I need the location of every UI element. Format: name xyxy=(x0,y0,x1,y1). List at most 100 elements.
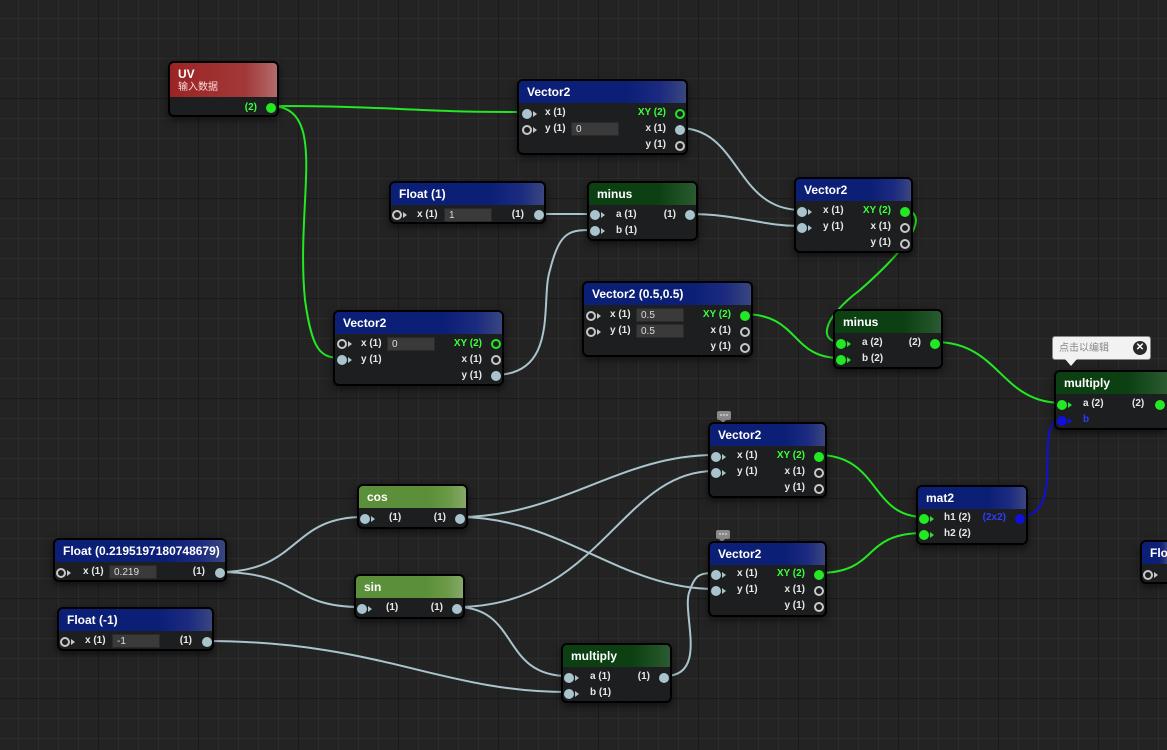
output-port-x[interactable] xyxy=(491,355,501,365)
input-port-y[interactable] xyxy=(797,223,812,233)
node-vector2-rot2[interactable]: Vector2 x (1) y (1) XY (2) x (1) y (1) xyxy=(708,541,827,617)
input-port-a[interactable] xyxy=(590,210,605,220)
input-port-x[interactable] xyxy=(797,207,812,217)
input-port-x[interactable] xyxy=(711,452,726,462)
input-port-x[interactable] xyxy=(56,568,71,578)
output-port[interactable] xyxy=(455,514,465,524)
input-port-a[interactable] xyxy=(1057,400,1072,410)
input-port[interactable] xyxy=(357,604,372,614)
input-port-x[interactable] xyxy=(392,210,407,220)
output-port-x[interactable] xyxy=(900,223,910,233)
close-icon[interactable]: ✕ xyxy=(1133,341,1147,355)
node-sin[interactable]: sin (1) (1) xyxy=(354,574,465,619)
output-port[interactable] xyxy=(202,637,212,647)
input-port-y[interactable] xyxy=(586,327,601,337)
node-header: cos xyxy=(359,486,466,508)
node-vector2-left[interactable]: Vector2 x (1) 0 y (1) XY (2) x (1) y (1) xyxy=(333,310,504,386)
output-port[interactable] xyxy=(930,339,940,349)
output-port[interactable] xyxy=(452,604,462,614)
output-port-y[interactable] xyxy=(814,484,824,494)
input-port-a[interactable] xyxy=(836,339,851,349)
node-float-partial[interactable]: Flo xyxy=(1140,540,1167,584)
input-port-a[interactable] xyxy=(564,673,579,683)
value-field[interactable]: -1 xyxy=(112,634,160,648)
output-port-x[interactable] xyxy=(675,125,685,135)
output-port-y[interactable] xyxy=(814,602,824,612)
node-mat2[interactable]: mat2 h1 (2) h2 (2) (2x2) xyxy=(916,485,1028,545)
node-float-angle[interactable]: Float (0.2195197180748679) x (1) 0.219 (… xyxy=(53,538,227,582)
input-port[interactable] xyxy=(360,514,375,524)
output-port-xy[interactable] xyxy=(814,570,824,580)
node-header: Flo xyxy=(1142,542,1167,564)
node-header: Vector2 xyxy=(710,543,825,565)
output-port-x[interactable] xyxy=(814,468,824,478)
output-port[interactable] xyxy=(659,673,669,683)
input-port-y[interactable] xyxy=(522,125,537,135)
input-port-x[interactable] xyxy=(522,109,537,119)
input-port-x[interactable] xyxy=(337,339,352,349)
input-port-b[interactable] xyxy=(1057,416,1072,426)
wire-vec2-mid-xy-to-minus2-a xyxy=(825,208,917,343)
input-port-x[interactable] xyxy=(711,570,726,580)
input-port-y[interactable] xyxy=(711,586,726,596)
input-port-x[interactable] xyxy=(1143,570,1158,580)
value-field[interactable]: 1 xyxy=(444,208,492,222)
output-port[interactable] xyxy=(215,568,225,578)
output-port-xy[interactable] xyxy=(740,311,750,321)
wire-mat2-to-multiply-b xyxy=(1017,418,1063,518)
output-port-y[interactable] xyxy=(491,371,501,381)
input-port-b[interactable] xyxy=(564,689,579,699)
comment-icon[interactable] xyxy=(717,411,731,423)
node-vector2-rot1[interactable]: Vector2 x (1) y (1) XY (2) x (1) y (1) xyxy=(708,422,827,498)
output-port-y[interactable] xyxy=(675,141,685,151)
output-label: (1) xyxy=(430,602,443,613)
output-port[interactable] xyxy=(685,210,695,220)
input-label: (1) xyxy=(386,602,399,613)
node-vector2-const[interactable]: Vector2 (0.5,0.5) x (1) 0.5 y (1) 0.5 XY… xyxy=(582,281,753,357)
input-port-y[interactable] xyxy=(337,355,352,365)
input-port-b[interactable] xyxy=(590,226,605,236)
output-port-xy[interactable] xyxy=(814,452,824,462)
node-vector2-mid[interactable]: Vector2 x (1) y (1) XY (2) x (1) y (1) xyxy=(794,177,913,253)
node-multiply-top[interactable]: multiply a (2) b (2) xyxy=(1054,370,1167,430)
node-minus-2[interactable]: minus a (2) b (2) (2) xyxy=(833,309,943,369)
input-label-x: x (1) xyxy=(610,309,631,320)
node-header: Vector2 xyxy=(796,179,911,201)
output-port-y[interactable] xyxy=(900,239,910,249)
output-label: (1) xyxy=(663,209,676,220)
node-cos[interactable]: cos (1) (1) xyxy=(357,484,468,529)
node-vector2-top[interactable]: Vector2 x (1) y (1) 0 XY (2) x (1) y (1) xyxy=(517,79,688,155)
comment-icon[interactable] xyxy=(716,530,730,542)
output-label: (1) xyxy=(433,512,446,523)
input-port-y[interactable] xyxy=(711,468,726,478)
output-label-xy: XY (2) xyxy=(776,450,805,461)
value-field[interactable]: 0.219 xyxy=(109,565,157,579)
output-port-x[interactable] xyxy=(814,586,824,596)
node-float-1[interactable]: Float (1) x (1) 1 (1) xyxy=(389,181,546,224)
wire-vec2-const-to-minus2-b xyxy=(742,313,841,359)
input-port-h1[interactable] xyxy=(919,514,934,524)
output-port[interactable] xyxy=(1155,400,1165,410)
edit-tooltip[interactable]: 点击以编辑 ✕ xyxy=(1052,336,1151,366)
input-port-h2[interactable] xyxy=(919,530,934,540)
y-value-field[interactable]: 0 xyxy=(571,122,619,136)
node-minus-1[interactable]: minus a (1) b (1) (1) xyxy=(587,181,698,241)
input-port-x[interactable] xyxy=(60,637,75,647)
output-port[interactable] xyxy=(534,210,544,220)
output-port-x[interactable] xyxy=(740,327,750,337)
output-port-y[interactable] xyxy=(740,343,750,353)
node-multiply-bottom[interactable]: multiply a (1) b (1) (1) xyxy=(561,643,672,703)
x-value-field[interactable]: 0 xyxy=(387,337,435,351)
output-port-xy[interactable] xyxy=(491,339,501,349)
output-port-xy[interactable] xyxy=(900,207,910,217)
input-label-x: x (1) xyxy=(737,450,758,461)
output-port[interactable] xyxy=(266,103,276,113)
x-value-field[interactable]: 0.5 xyxy=(636,308,684,322)
node-float-neg1[interactable]: Float (-1) x (1) -1 (1) xyxy=(57,607,214,651)
input-port-x[interactable] xyxy=(586,311,601,321)
output-port[interactable] xyxy=(1015,514,1025,524)
input-port-b[interactable] xyxy=(836,355,851,365)
output-port-xy[interactable] xyxy=(675,109,685,119)
y-value-field[interactable]: 0.5 xyxy=(636,324,684,338)
